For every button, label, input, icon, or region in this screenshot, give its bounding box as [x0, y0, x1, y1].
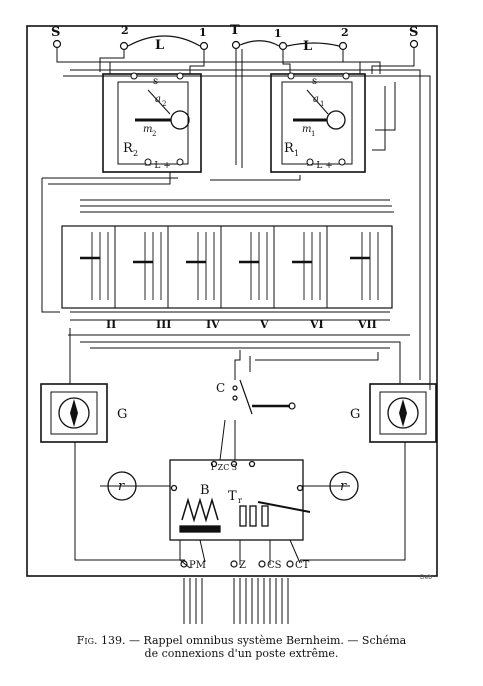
relay-r2-r-label: R — [123, 141, 134, 156]
switch-bank — [61, 225, 393, 309]
relay-r2-m-label: m — [143, 124, 152, 135]
bottom-terminal-z: Z — [239, 560, 246, 571]
top-terminal-l-left: L — [155, 38, 164, 53]
relay-r2-polarity: − L + — [144, 161, 171, 171]
relay-r1-r-sub: 1 — [294, 149, 299, 158]
switch-label-VII: VII — [357, 318, 377, 331]
top-terminal-s-right: S — [409, 25, 418, 40]
relay-r1-a-sub: 1 — [320, 100, 324, 108]
switch-label-III: III — [156, 318, 171, 331]
galvanometer-left-label: G — [117, 407, 127, 422]
resistor-r-right-label: r — [340, 479, 347, 494]
caption-text-2: de connexions d'un poste extrême. — [144, 647, 339, 660]
top-terminal-t: T — [230, 23, 240, 38]
relay-r1 — [270, 72, 366, 173]
switch-label-II: II — [106, 318, 116, 331]
relay-r1-m-label: m — [302, 124, 311, 135]
relay-r1-a-label: a — [313, 94, 319, 105]
transformer-label: T — [228, 489, 237, 504]
relay-r2-m-sub: 2 — [152, 130, 156, 138]
relay-r2 — [102, 72, 202, 173]
galvanometer-left — [40, 383, 108, 443]
caption-fig: Fig. 139. — [76, 634, 126, 647]
relay-r2-a-label: a — [155, 94, 161, 105]
coil-b-label: B — [200, 483, 210, 498]
top-terminal-l-right: L — [303, 39, 312, 54]
resistor-r-left-label: r — [118, 479, 125, 494]
caption-text-1: — Rappel omnibus système Bernheim. — Sch… — [128, 634, 407, 647]
relay-r2-a-sub: 2 — [162, 100, 166, 108]
wiring — [41, 48, 431, 569]
key-c-label: C — [216, 381, 225, 395]
relay-r2-r-sub: 2 — [133, 149, 138, 158]
top-terminal-2-right: 2 — [341, 26, 349, 39]
caption-line-1: Fig. 139. — Rappel omnibus système Bernh… — [0, 634, 483, 647]
cable-bundles — [183, 578, 289, 624]
bottom-terminal-ct: CT — [295, 560, 310, 571]
relay-r2-s-label: s — [153, 76, 158, 87]
outer-frame — [26, 25, 438, 577]
key-c — [232, 379, 296, 415]
switch-label-V: V — [259, 318, 269, 331]
relay-r1-r-label: R — [284, 141, 295, 156]
resistor-r-right — [329, 471, 359, 501]
resistor-r-left — [107, 471, 137, 501]
bottom-terminal-pm: PM — [189, 560, 206, 571]
galvanometer-right-label: G — [350, 407, 360, 422]
top-terminal-2-left: 2 — [121, 24, 129, 37]
top-terminal-row — [52, 35, 419, 51]
engraver-signature: Deb — [420, 574, 433, 581]
switch-label-IV: IV — [206, 318, 220, 331]
relay-r1-s-label: s — [312, 76, 317, 87]
top-terminal-1-left: 1 — [199, 26, 207, 39]
central-box-terminals: 1 ZC 3 — [210, 463, 237, 472]
relay-r1-polarity: − L + — [306, 161, 333, 171]
relay-r1-m-sub: 1 — [311, 130, 315, 138]
transformer-sub: r — [238, 496, 242, 505]
bottom-terminal-circles — [180, 560, 294, 568]
top-terminal-1-right: 1 — [274, 27, 282, 40]
switch-label-VI: VI — [309, 318, 324, 331]
central-box — [169, 459, 311, 541]
bottom-terminal-cs: CS — [267, 560, 282, 571]
galvanometer-right — [369, 383, 437, 443]
top-terminal-s-left: S — [51, 25, 60, 40]
figure-caption: Fig. 139. — Rappel omnibus système Bernh… — [0, 634, 483, 660]
